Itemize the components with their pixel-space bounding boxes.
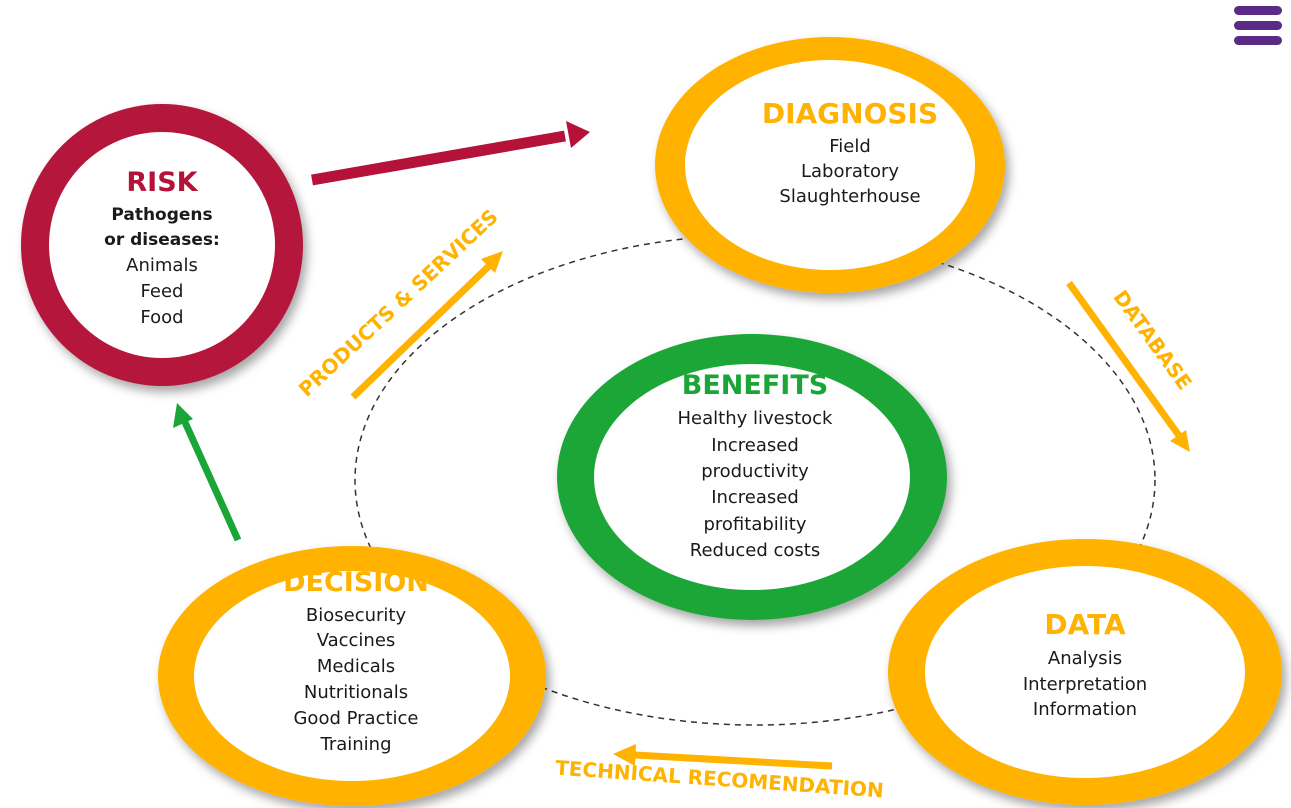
products-services-arrow [350,251,503,400]
database-label: DATABASE [1109,286,1197,395]
data-title: DATA [1044,608,1126,641]
diagnosis-title: DIAGNOSIS [762,97,938,130]
database-arrow [1066,280,1190,452]
diagnosis-item: Laboratory [801,161,899,182]
benefits-item: productivity [701,461,809,482]
hamburger-menu-icon[interactable] [1234,6,1282,45]
decision-item: Nutritionals [304,682,408,703]
risk-item: Food [140,307,183,328]
risk-title: RISK [126,167,198,198]
decision-item: Training [319,734,391,755]
decision-item: Good Practice [293,708,418,729]
risk-to-diagnosis-arrow [311,121,590,186]
data-node [888,539,1282,805]
diagnosis-item: Slaughterhouse [779,186,920,207]
risk-node [21,104,303,386]
risk-item: Animals [126,255,198,276]
benefits-node [557,334,947,620]
risk-item: Feed [141,281,184,302]
products-services-label: PRODUCTS & SERVICES [294,204,503,401]
decision-title: DECISION [283,567,429,598]
decision-node [158,546,546,806]
risk-subtitle: Pathogens [111,205,212,225]
decision-item: Medicals [317,656,395,677]
data-item: Interpretation [1023,674,1147,695]
benefits-item: Reduced costs [690,540,820,561]
benefits-title: BENEFITS [682,370,828,401]
technical-recommendation-arrow [613,744,833,770]
diagnosis-node [655,37,1005,293]
risk-subtitle: or diseases: [104,230,220,250]
decision-item: Vaccines [317,630,396,651]
decision-to-risk-arrow [173,403,242,542]
diagnosis-item: Field [829,136,871,157]
benefits-item: profitability [703,514,806,535]
decision-item: Biosecurity [306,605,407,626]
benefits-item: Increased [711,435,799,456]
benefits-item: Healthy livestock [678,408,834,429]
data-item: Information [1033,699,1137,720]
data-item: Analysis [1048,648,1122,669]
benefits-item: Increased [711,487,799,508]
